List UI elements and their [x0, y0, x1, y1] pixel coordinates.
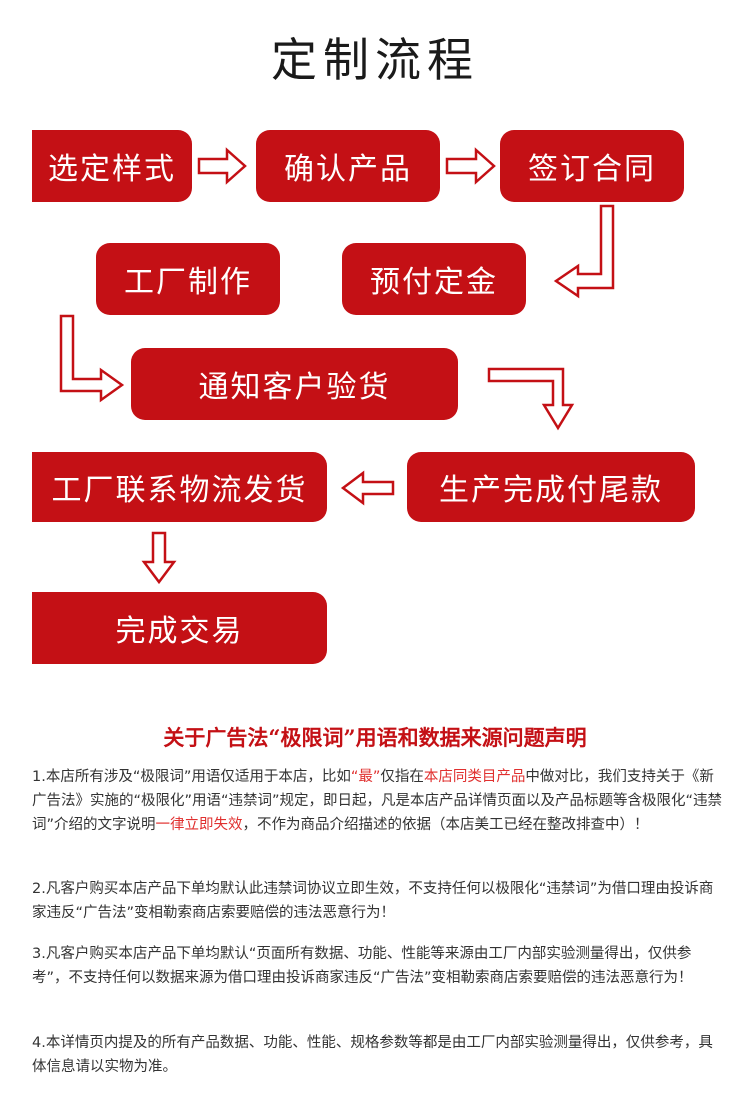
- arrow-bend-right-icon: [59, 314, 125, 403]
- arrow-right-icon: [197, 147, 247, 185]
- step-notify-inspect: 通知客户验货: [131, 348, 458, 420]
- arrow-bend-down-icon: [487, 367, 575, 431]
- step-complete: 完成交易: [32, 592, 327, 664]
- notice-paragraph-3: 3.凡客户购买本店产品下单均默认“页面所有数据、功能、性能等来源由工厂内部实验测…: [32, 946, 693, 986]
- step-factory-make: 工厂制作: [96, 243, 280, 315]
- step-confirm-product: 确认产品: [256, 130, 440, 202]
- arrow-right-icon: [445, 147, 496, 185]
- step-select-style: 选定样式: [32, 130, 192, 202]
- notice-title: 关于广告法“极限词”用语和数据来源问题声明: [163, 725, 587, 750]
- step-deposit: 预付定金: [342, 243, 526, 315]
- step-final-payment: 生产完成付尾款: [407, 452, 695, 522]
- arrow-bend-left-icon: [553, 204, 615, 299]
- arrow-left-icon: [340, 470, 395, 506]
- notice-paragraph-4: 4.本详情页内提及的所有产品数据、功能、性能、规格参数等都是由工厂内部实验测量得…: [32, 1035, 713, 1075]
- step-ship: 工厂联系物流发货: [32, 452, 327, 522]
- notice-paragraph-2: 2.凡客户购买本店产品下单均默认此违禁词协议立即生效，不支持任何以极限化“违禁词…: [32, 881, 714, 921]
- step-sign-contract: 签订合同: [500, 130, 684, 202]
- page-title: 定制流程: [271, 33, 479, 87]
- arrow-down-icon: [141, 531, 177, 585]
- notice-paragraph-1: 1.本店所有涉及“极限词”用语仅适用于本店，比如“最”仅指在本店同类目产品中做对…: [32, 769, 723, 833]
